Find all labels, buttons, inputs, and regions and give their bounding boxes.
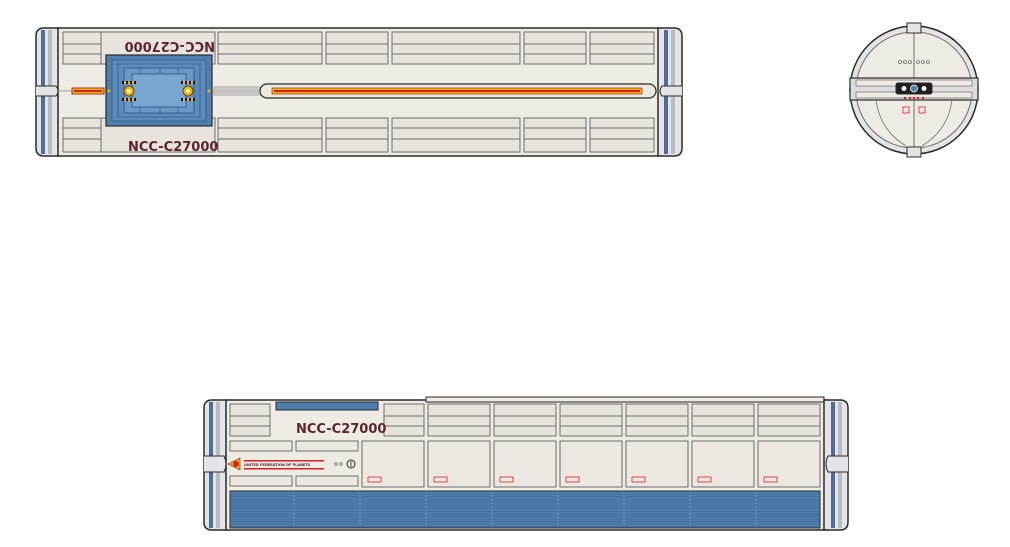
top-lower-panels bbox=[62, 117, 655, 153]
side-stripe-red bbox=[244, 460, 324, 462]
side-stripe-red-2 bbox=[244, 468, 324, 470]
top-registry-mirrored: NCC-C27000 bbox=[125, 38, 215, 53]
front-marker-right bbox=[918, 106, 926, 114]
side-top-blue-strip bbox=[275, 401, 379, 411]
side-right-notch bbox=[825, 455, 848, 473]
side-raised-roof bbox=[425, 396, 825, 403]
side-left-notch bbox=[204, 455, 227, 473]
side-red-markers bbox=[367, 476, 778, 483]
top-upper-panels bbox=[62, 31, 655, 65]
front-red-dots bbox=[903, 96, 925, 100]
top-registry: NCC-C27000 bbox=[128, 140, 218, 155]
ufp-label: UNITED FEDERATION OF PLANETS bbox=[244, 463, 311, 467]
front-port-dots bbox=[898, 60, 930, 64]
top-view: NCC-C27000 NCC-C27000 bbox=[35, 27, 683, 157]
side-view: NCC-C27000 bbox=[203, 396, 849, 531]
front-view bbox=[849, 22, 979, 158]
side-indicator-dot-1 bbox=[334, 462, 338, 466]
side-middle-panels bbox=[229, 440, 821, 488]
front-marker-left bbox=[902, 106, 910, 114]
top-conduit bbox=[212, 86, 262, 96]
side-registry: NCC-C27000 bbox=[296, 422, 386, 437]
top-blue-hatch bbox=[105, 54, 213, 127]
ufp-insignia bbox=[227, 457, 241, 471]
top-right-notch bbox=[659, 85, 682, 97]
front-top-lug bbox=[906, 22, 922, 34]
side-indicator-dot-2 bbox=[339, 462, 343, 466]
side-upper-panels bbox=[229, 403, 821, 437]
front-bottom-lug bbox=[906, 146, 922, 158]
side-blue-skirt bbox=[229, 490, 821, 529]
top-left-notch bbox=[36, 85, 59, 97]
